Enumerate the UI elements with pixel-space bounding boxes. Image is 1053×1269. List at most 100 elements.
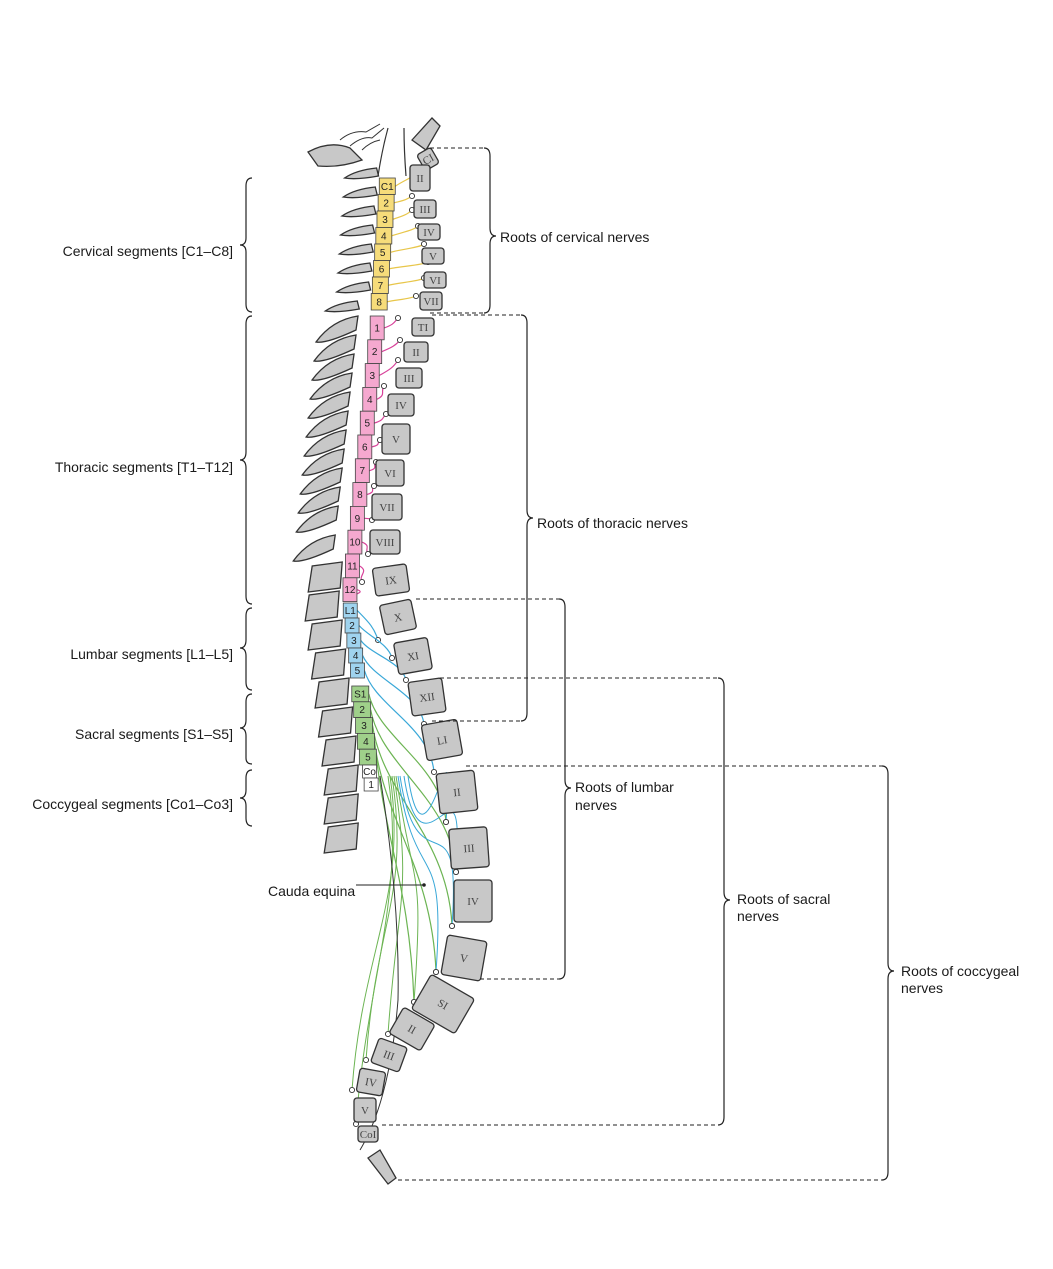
segment-label-cervical-8: 8 — [376, 297, 382, 308]
segment-label-lumbar-3: 3 — [351, 636, 357, 647]
cauda-equina-filament-5 — [395, 775, 419, 1003]
spinous-process-30 — [323, 822, 359, 854]
vertebra-label-lumbar-5: V — [459, 952, 469, 965]
vertebra-label-thoracic-9: IX — [385, 574, 398, 588]
left-braces — [239, 177, 253, 827]
vertebra-label-thoracic-10: X — [393, 611, 403, 624]
spinous-process-28 — [323, 764, 359, 796]
segment-label-cervical-5: 5 — [380, 248, 386, 259]
spinous-process-10 — [312, 334, 357, 362]
segment-label-lumbar-2: 2 — [349, 621, 355, 632]
segment-label-lumbar-1: L1 — [345, 606, 357, 617]
vertebra-lumbar-5 — [440, 934, 488, 982]
segment-label-thoracic-1: 1 — [374, 323, 380, 334]
label-roots-lumbar-1: Roots of lumbar — [575, 779, 674, 795]
vertebra-label-coccygeal-1: CoI — [360, 1129, 377, 1141]
ganglion-lumbar-3 — [402, 676, 410, 684]
vertebra-label-thoracic-2: II — [412, 347, 420, 359]
vertebra-thoracic-6 — [375, 459, 405, 487]
ganglion-cervical-2 — [408, 192, 416, 200]
spinous-process-20 — [292, 534, 336, 562]
label-cauda-equina: Cauda equina — [268, 883, 355, 899]
ganglion-lumbar-2 — [388, 654, 396, 662]
vertebra-thoracic-12 — [407, 677, 447, 717]
segment-label-thoracic-2: 2 — [372, 347, 378, 358]
vertebra-label-thoracic-7: VII — [379, 502, 395, 514]
label-cervical-segments: Cervical segments [C1–C8] — [63, 243, 233, 259]
vertebra-label-cervical-6: VI — [429, 275, 441, 287]
spinous-process-14 — [304, 410, 349, 438]
ganglion-thoracic-2 — [396, 336, 404, 344]
spinous-process-26 — [317, 706, 354, 738]
spinous-process-1 — [342, 167, 380, 180]
spinous-processes — [292, 167, 380, 854]
cauda-equina-filament-3 — [399, 775, 454, 927]
cauda-equina-filament-8 — [351, 775, 395, 1091]
ganglion-cervical-8 — [412, 292, 420, 300]
label-roots-sacral-1: Roots of sacral — [737, 891, 830, 907]
vertebra-label-thoracic-5: V — [392, 434, 400, 446]
nerve-root-cervical-7 — [388, 277, 425, 286]
vertebra-cervical-4 — [417, 223, 441, 241]
vertebra-sacral-4 — [355, 1067, 387, 1097]
label-roots-lumbar-2: nerves — [575, 797, 617, 813]
vertebra-coccygeal-1 — [357, 1125, 379, 1143]
label-roots-coccygeal-2: nerves — [901, 980, 943, 996]
cauda-ganglion-3 — [448, 922, 456, 930]
filum-terminale — [359, 775, 399, 1151]
segment-thoracic-12 — [342, 577, 358, 602]
cauda-equina-filament-6 — [387, 775, 404, 1035]
vertebra-label-thoracic-6: VI — [384, 468, 396, 480]
nerve-root-lumbar-3 — [360, 640, 407, 681]
ganglion-thoracic-3 — [394, 356, 402, 364]
segment-label-lumbar-5: 5 — [355, 666, 361, 677]
nerve-root-lumbar-1 — [356, 610, 379, 641]
spinal-cord — [377, 127, 407, 177]
vertebra-label-thoracic-12: XII — [419, 691, 436, 705]
ganglion-thoracic-11 — [358, 578, 366, 586]
segment-label-cervical-1: C1 — [381, 182, 394, 193]
vertebra-label-sacral-5: V — [361, 1105, 369, 1117]
coccyx-tip — [367, 1149, 397, 1185]
vertebra-label-lumbar-4: IV — [467, 896, 479, 908]
segment-label-sacral-4: 4 — [363, 737, 369, 748]
label-roots-coccygeal-1: Roots of coccygeal — [901, 963, 1019, 979]
segment-label-cervical-7: 7 — [378, 281, 384, 292]
ganglion-cervical-5 — [420, 240, 428, 248]
segment-label-thoracic-7: 7 — [360, 466, 366, 477]
nerve-root-sacral-5 — [375, 757, 415, 1003]
spinous-process-18 — [297, 486, 341, 514]
spinous-process-25 — [314, 677, 350, 709]
spinous-process-19 — [295, 505, 340, 533]
segment-label-thoracic-6: 6 — [362, 442, 368, 453]
vertebra-thoracic-8 — [369, 529, 401, 555]
segment-lumbar-5 — [350, 662, 365, 679]
vertebral-bodies: CIIIIIIIVVVIVIITIIIIIIIVVVIVIIVIIIIXXXIX… — [353, 147, 493, 1185]
spinous-process-7 — [334, 281, 372, 294]
vertebra-lumbar-4 — [453, 879, 493, 923]
vertebra-thoracic-10 — [379, 598, 417, 636]
spinous-process-12 — [308, 372, 353, 400]
segment-label-thoracic-8: 8 — [357, 490, 363, 501]
vertebra-label-sacral-4: IV — [364, 1076, 378, 1090]
spinous-process-21 — [307, 561, 343, 593]
cauda-ganglion-2 — [452, 868, 460, 876]
label-coccygeal-segments: Coccygeal segments [Co1–Co3] — [32, 796, 233, 812]
vertebra-thoracic-4 — [387, 393, 415, 417]
spinous-process-24 — [310, 648, 347, 680]
spinous-process-22 — [304, 590, 340, 622]
vertebra-label-cervical-5: V — [429, 251, 437, 263]
nerve-root-cervical-5 — [390, 243, 425, 253]
vertebra-thoracic-3 — [395, 367, 423, 389]
label-roots-cervical: Roots of cervical nerves — [500, 229, 649, 245]
segment-label-lumbar-4: 4 — [353, 651, 359, 662]
vertebra-cervical-3 — [413, 199, 437, 219]
cauda-equina-filament-4 — [397, 775, 439, 973]
vertebra-sacral-5 — [353, 1097, 377, 1123]
segment-label-thoracic-5: 5 — [364, 419, 370, 430]
segment-label-thoracic-10: 10 — [349, 538, 361, 549]
vertebra-label-thoracic-4: IV — [395, 400, 407, 412]
vertebra-label-cervical-7: VII — [423, 296, 439, 308]
label-thoracic-segments: Thoracic segments [T1–T12] — [55, 459, 233, 475]
